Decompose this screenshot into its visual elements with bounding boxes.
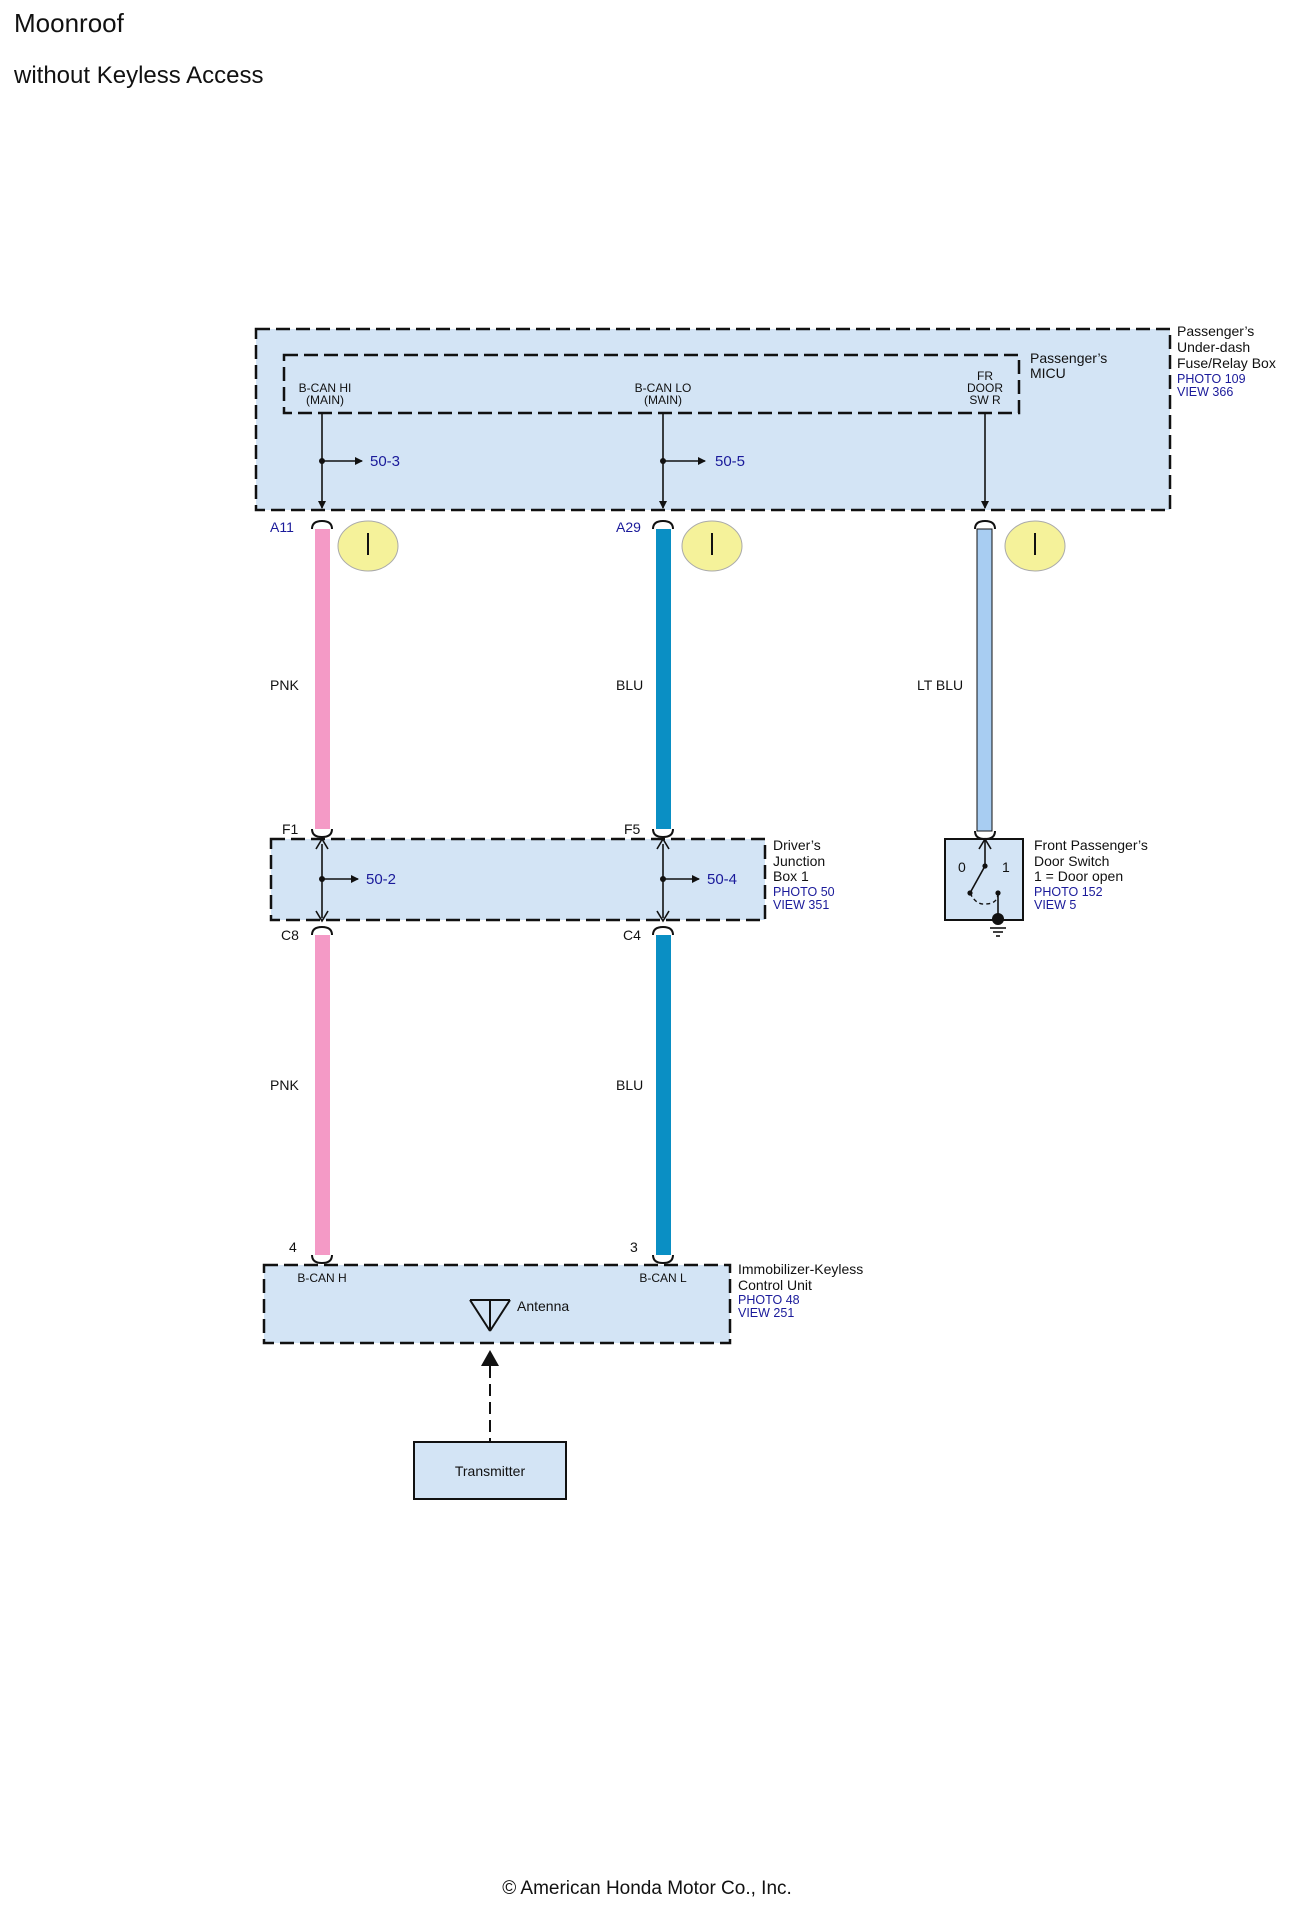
micu-pin-door: DOOR bbox=[967, 381, 1003, 395]
ground-node bbox=[992, 913, 1004, 925]
junction-lead-2-up-arrow bbox=[656, 837, 670, 850]
wire-label-blu-lower: BLU bbox=[616, 1077, 643, 1093]
junction-lead-2-down-arrow bbox=[656, 910, 670, 923]
wire-pnk-lower bbox=[315, 935, 330, 1255]
micu-box bbox=[282, 353, 1021, 415]
door-switch-name-3: 1 = Door open bbox=[1034, 868, 1123, 884]
fuse-box-view-link[interactable]: VIEW 366 bbox=[1177, 385, 1233, 399]
connector-c8: C8 bbox=[281, 927, 299, 943]
fuse-box-photo-link[interactable]: PHOTO 109 bbox=[1177, 372, 1246, 386]
rf-arrow-icon bbox=[481, 1350, 499, 1366]
micu-name-2: MICU bbox=[1030, 365, 1066, 381]
micu-pin-bcan-hi-main: (MAIN) bbox=[306, 393, 344, 407]
copyright-footer: © American Honda Motor Co., Inc. bbox=[502, 1878, 792, 1899]
antenna-label: Antenna bbox=[517, 1298, 569, 1314]
micu-link-50-5[interactable]: 50-5 bbox=[715, 453, 745, 470]
page-subtitle: without Keyless Access bbox=[14, 62, 264, 89]
door-switch-blade bbox=[969, 865, 986, 894]
wire-label-pnk-lower: PNK bbox=[270, 1077, 299, 1093]
connector-cap-f1 bbox=[311, 828, 333, 839]
transmitter-label: Transmitter bbox=[455, 1463, 526, 1479]
connector-f5: F5 bbox=[624, 821, 641, 837]
connector-cap-fr bbox=[974, 519, 996, 530]
junction-link-50-4[interactable]: 50-4 bbox=[707, 871, 737, 888]
immobilizer-name-1: Immobilizer-Keyless bbox=[738, 1261, 863, 1277]
connector-cap-a29 bbox=[652, 519, 674, 530]
junction-view-link[interactable]: VIEW 351 bbox=[773, 898, 829, 912]
junction-name-3: Box 1 bbox=[773, 868, 809, 884]
wire-label-blu-upper: BLU bbox=[616, 677, 643, 693]
immobilizer-pin-bcan-l: B-CAN L bbox=[639, 1271, 687, 1285]
micu-pin-bcan-lo-main: (MAIN) bbox=[644, 393, 682, 407]
immobilizer-name-2: Control Unit bbox=[738, 1277, 812, 1293]
micu-pin-bcan-hi: B-CAN HI bbox=[299, 381, 352, 395]
connector-cap-a11 bbox=[311, 519, 333, 530]
connector-cap-c8 bbox=[311, 925, 333, 936]
junction-photo-link[interactable]: PHOTO 50 bbox=[773, 885, 835, 899]
page-title: Moonroof bbox=[14, 8, 124, 38]
immobilizer-pin-bcan-h: B-CAN H bbox=[297, 1271, 346, 1285]
door-switch-name-2: Door Switch bbox=[1034, 853, 1109, 869]
transmitter-box bbox=[413, 1441, 567, 1500]
junction-lead-1-up-arrow bbox=[315, 837, 329, 850]
wire-lt-blu bbox=[976, 528, 993, 832]
junction-name-2: Junction bbox=[773, 853, 825, 869]
fuse-box-name-3: Fuse/Relay Box bbox=[1177, 355, 1276, 371]
fuse-relay-box bbox=[254, 327, 1172, 512]
junction-name-1: Driver’s bbox=[773, 837, 821, 853]
connector-c4: C4 bbox=[623, 927, 641, 943]
door-switch-photo-link[interactable]: PHOTO 152 bbox=[1034, 885, 1103, 899]
micu-pin-bcan-lo: B-CAN LO bbox=[635, 381, 692, 395]
wire-pnk-upper bbox=[315, 529, 330, 829]
door-switch-box bbox=[944, 838, 1024, 921]
fuse-box-name-2: Under-dash bbox=[1177, 339, 1250, 355]
junction-link-50-2[interactable]: 50-2 bbox=[366, 871, 396, 888]
micu-pin-fr: FR bbox=[977, 369, 993, 383]
immobilizer-photo-link[interactable]: PHOTO 48 bbox=[738, 1293, 800, 1307]
connector-a11: A11 bbox=[270, 519, 294, 535]
micu-pin-sw-r: SW R bbox=[969, 393, 1001, 407]
wire-label-pnk-upper: PNK bbox=[270, 677, 299, 693]
wire-label-lt-blu: LT BLU bbox=[917, 677, 963, 693]
immobilizer-view-link[interactable]: VIEW 251 bbox=[738, 1306, 794, 1320]
junction-lead-1-down-arrow bbox=[315, 910, 329, 923]
door-switch-up-arrow bbox=[978, 837, 992, 850]
wire-blu-lower bbox=[656, 935, 671, 1255]
connector-cap-c4 bbox=[652, 925, 674, 936]
connector-cap-pin-3 bbox=[652, 1254, 674, 1265]
door-switch-name-1: Front Passenger’s bbox=[1034, 837, 1148, 853]
connector-pin-4: 4 bbox=[289, 1239, 297, 1255]
micu-name-1: Passenger’s bbox=[1030, 350, 1107, 366]
door-switch-pos-0: 0 bbox=[958, 859, 966, 875]
door-switch-pos-1: 1 bbox=[1002, 859, 1010, 875]
connector-a29: A29 bbox=[616, 519, 641, 535]
connector-pin-3: 3 bbox=[630, 1239, 638, 1255]
antenna-icon bbox=[469, 1299, 511, 1332]
connector-f1: F1 bbox=[282, 821, 299, 837]
wire-blu-upper bbox=[656, 529, 671, 829]
connector-cap-pin-4 bbox=[311, 1254, 333, 1265]
fuse-box-name-1: Passenger’s bbox=[1177, 323, 1254, 339]
door-switch-view-link[interactable]: VIEW 5 bbox=[1034, 898, 1076, 912]
micu-link-50-3[interactable]: 50-3 bbox=[370, 453, 400, 470]
connector-cap-f5 bbox=[652, 828, 674, 839]
immobilizer-box bbox=[262, 1263, 732, 1345]
